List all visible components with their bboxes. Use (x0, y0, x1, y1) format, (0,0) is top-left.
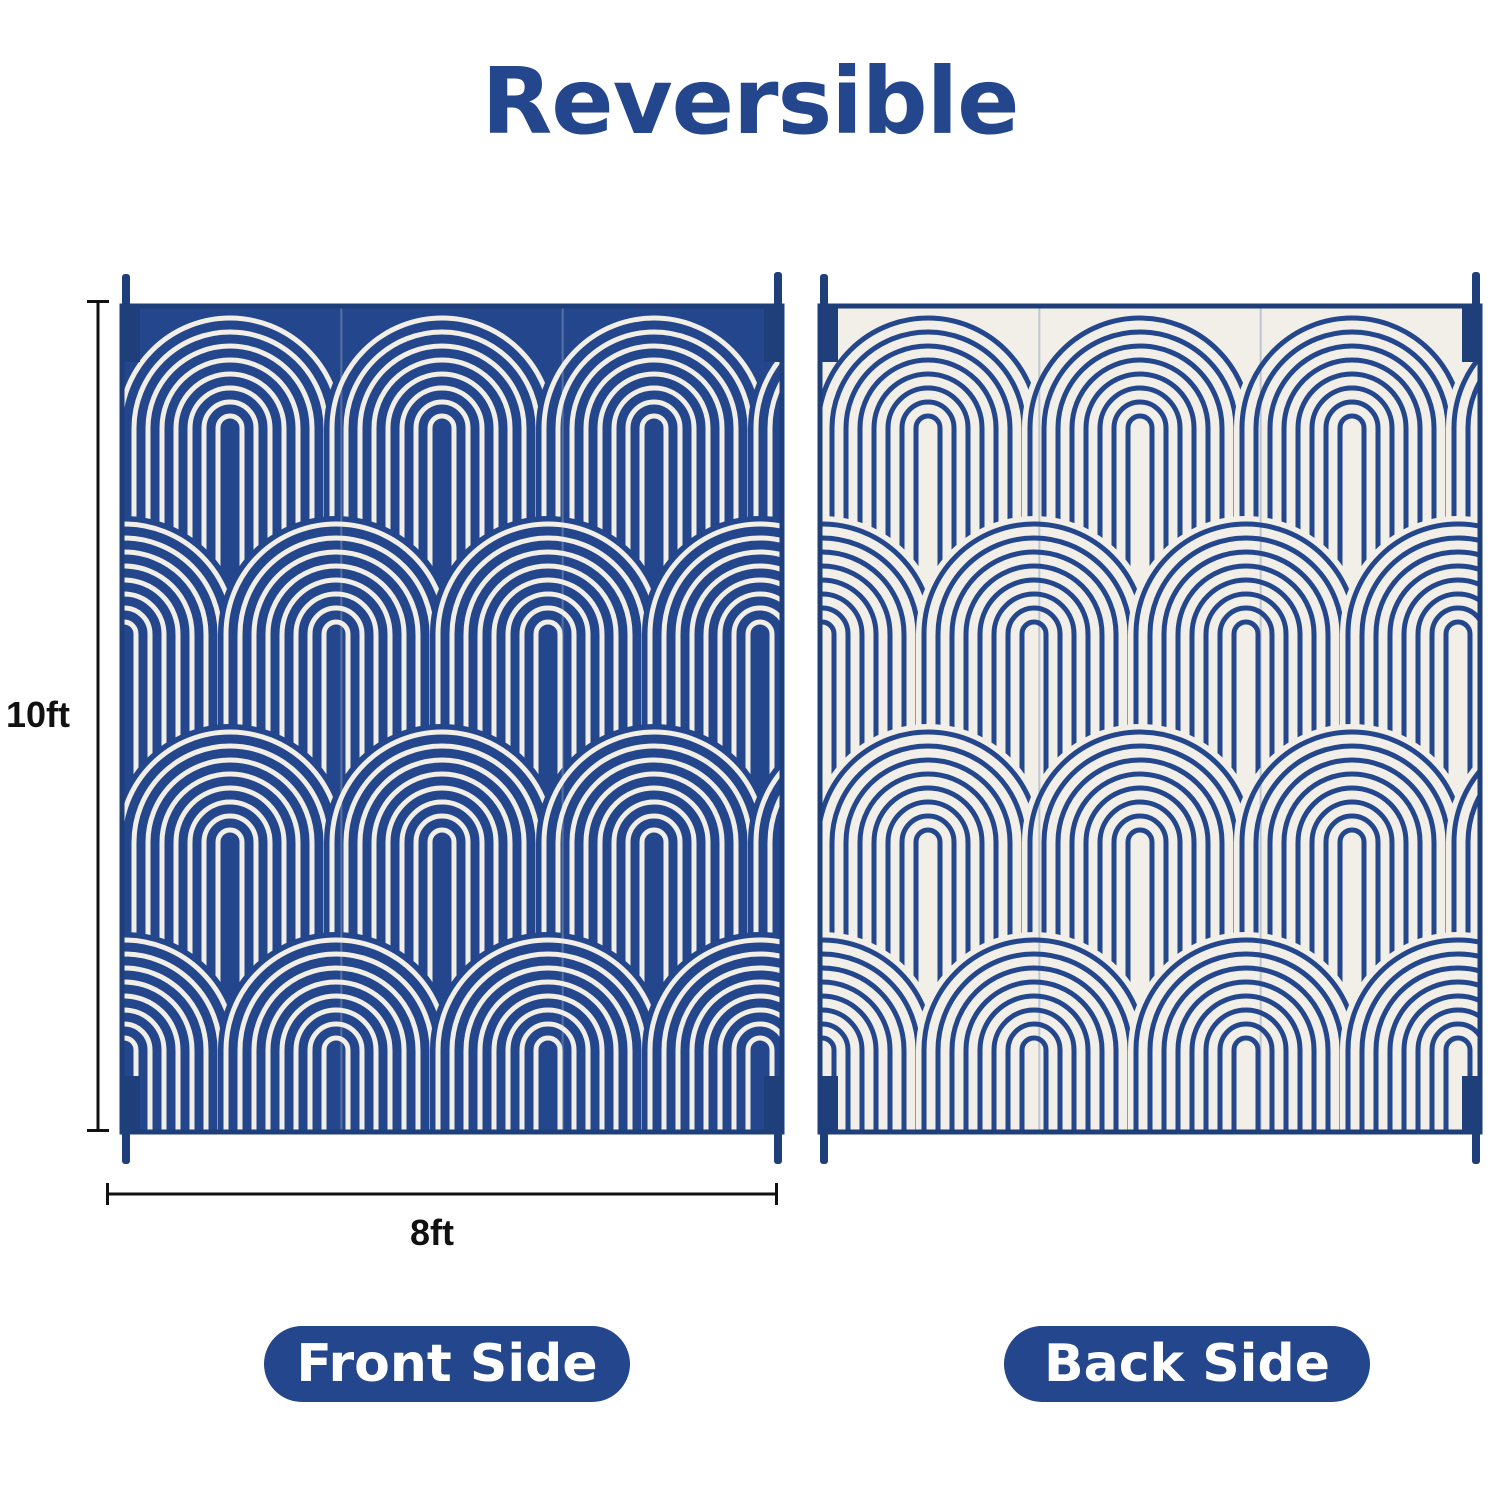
front-side-label: Front Side (264, 1326, 630, 1402)
back-side-rug-image (810, 268, 1490, 1170)
height-label: 10ft (6, 694, 71, 735)
back-side-label: Back Side (1004, 1326, 1370, 1402)
width-label: 8ft (410, 1212, 454, 1253)
height-dimension-line (87, 300, 109, 1132)
width-dimension-line (106, 1183, 778, 1205)
page-title: Reversible (481, 48, 1019, 155)
front-side-rug-image (112, 268, 792, 1170)
